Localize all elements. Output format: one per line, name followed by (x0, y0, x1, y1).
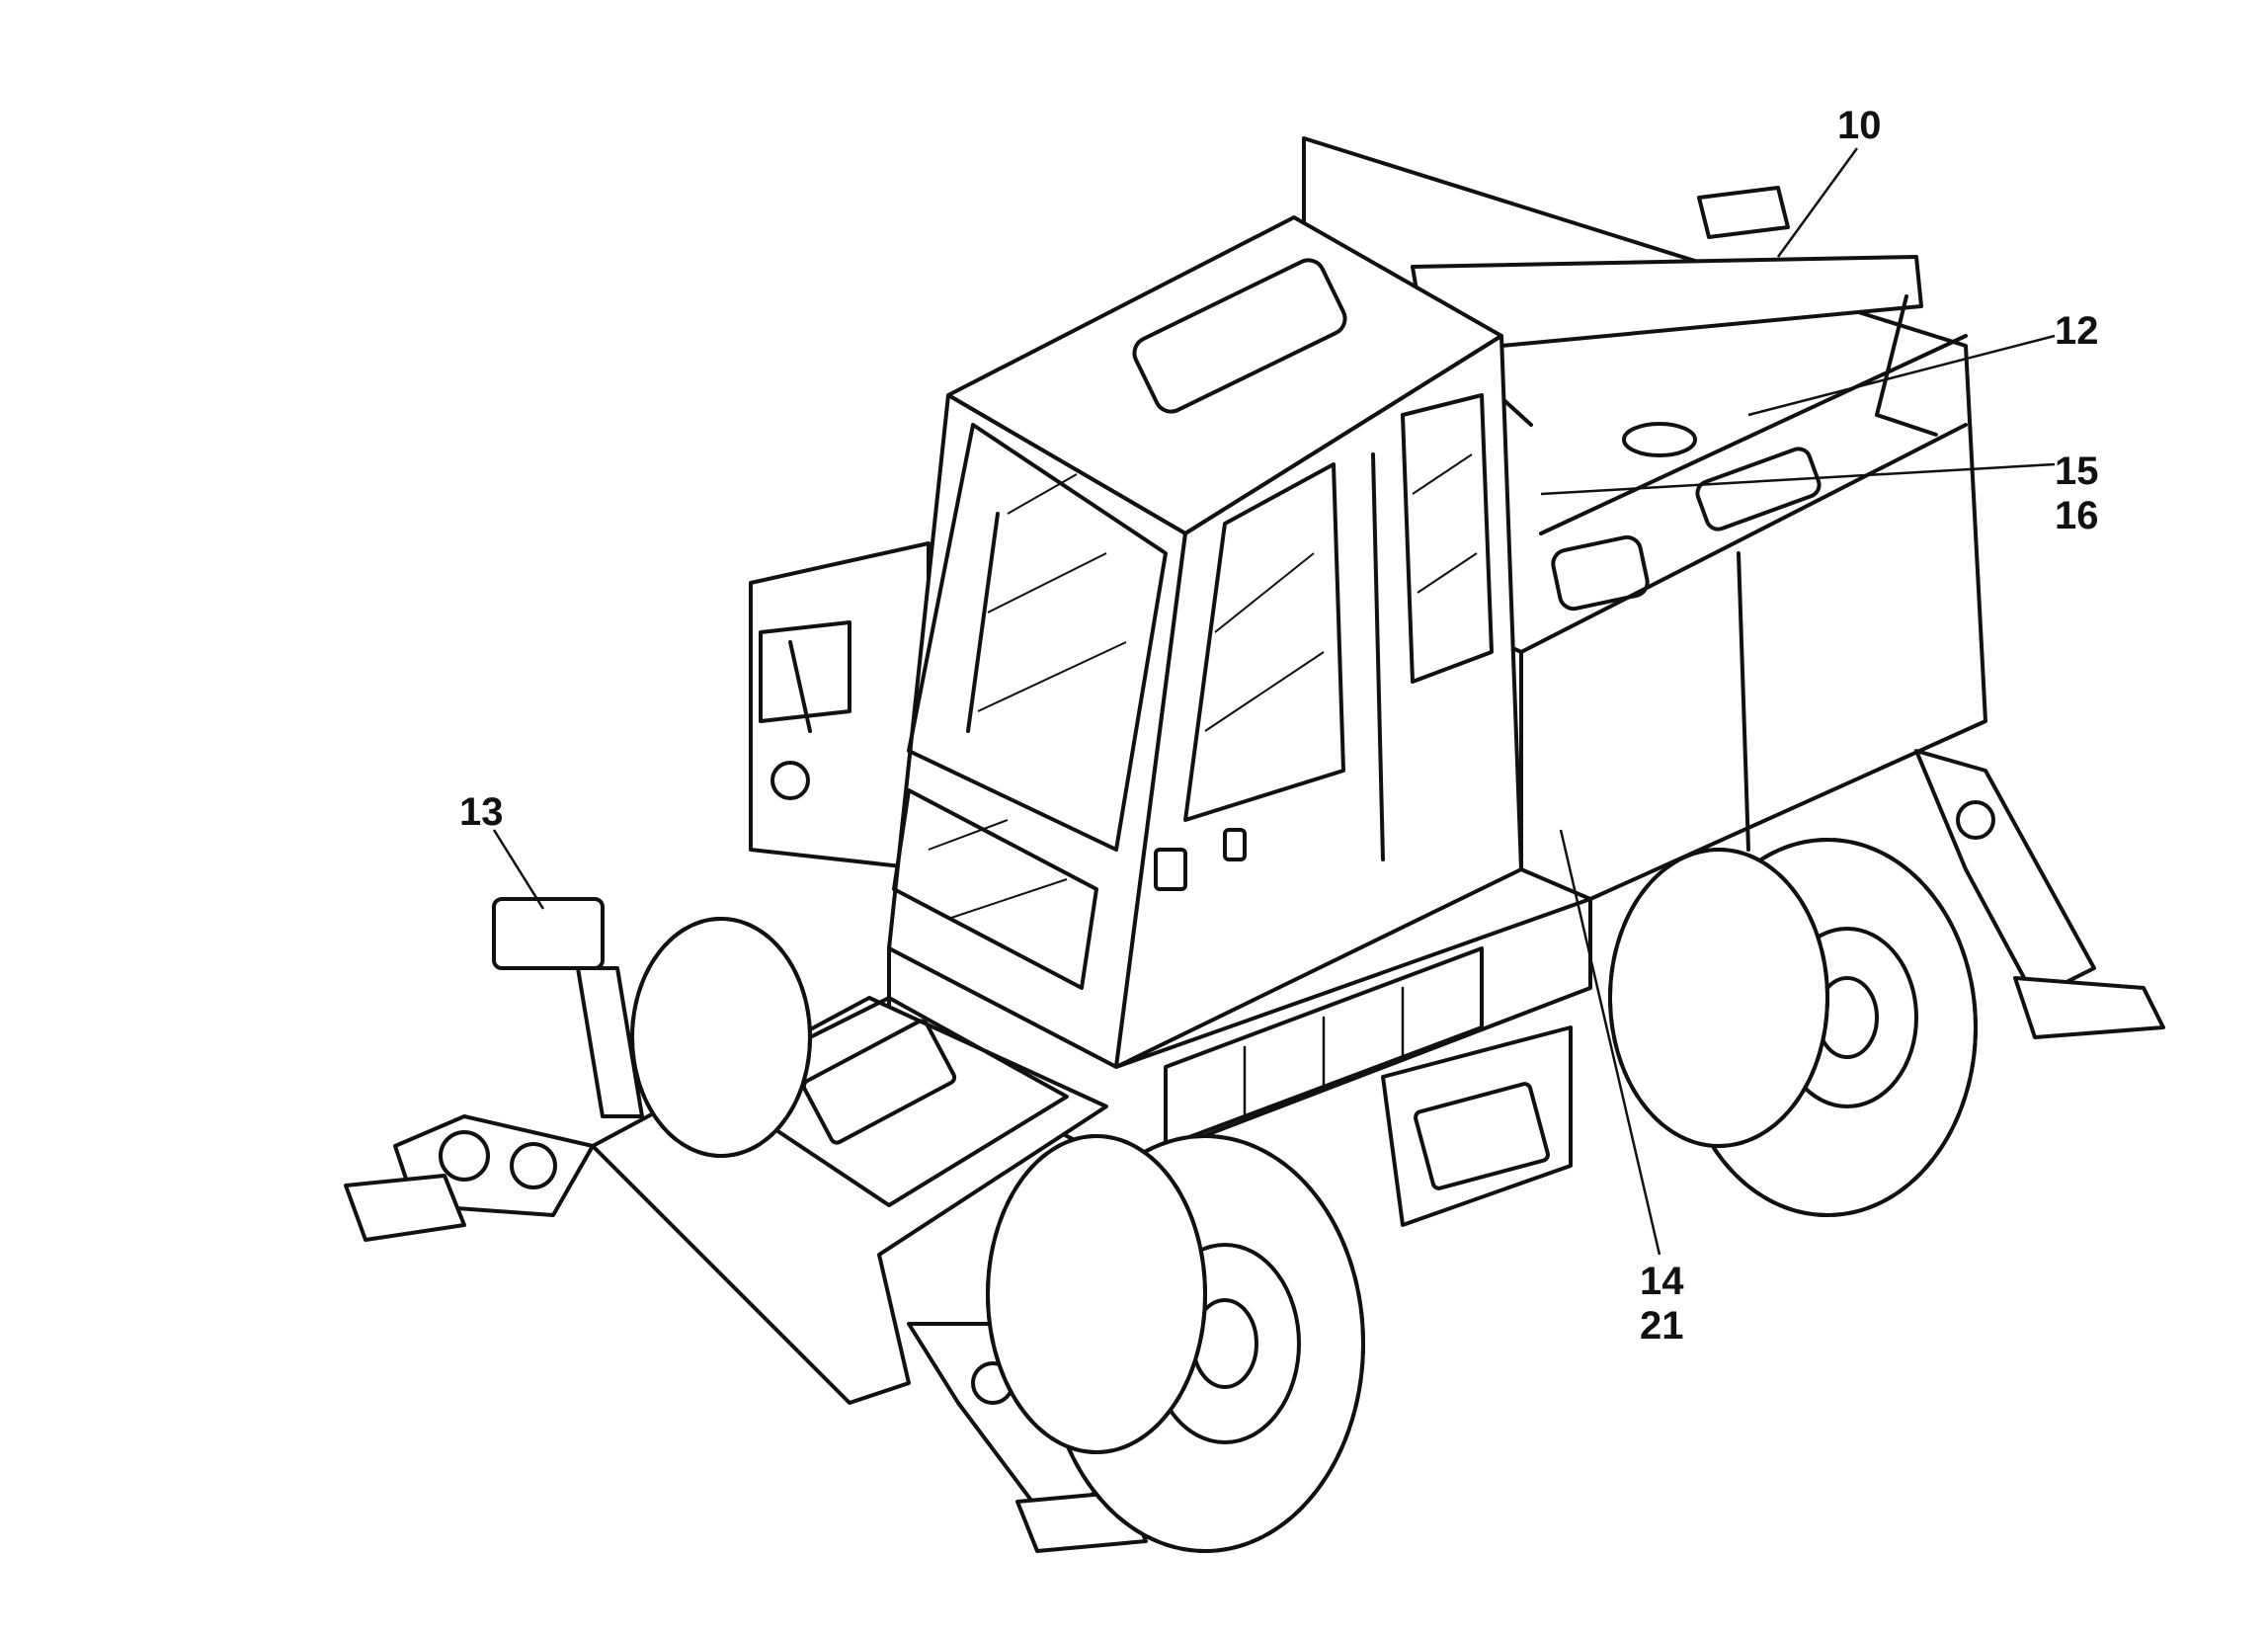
callout-15: 15 (2055, 450, 2099, 493)
wheel-front-left (986, 1134, 1207, 1454)
mirror-post (492, 897, 644, 1118)
callout-12: 12 (2055, 309, 2099, 353)
callouts: 10 12 15 16 13 14 21 (459, 104, 2099, 1348)
wheel-rear-left (1608, 848, 1829, 1148)
callout-13: 13 (459, 790, 504, 834)
leader-10 (1776, 147, 1859, 258)
rear-body (749, 541, 931, 871)
leader-14 (1559, 829, 1661, 1256)
rear-outrigger (1914, 749, 2165, 1039)
callout-14: 14 (1640, 1260, 1684, 1303)
leader-lines (492, 147, 2056, 1256)
callout-21: 21 (1640, 1304, 1684, 1348)
operator-cab (887, 215, 1523, 1069)
leader-13 (492, 829, 545, 910)
leader-12 (1747, 334, 2056, 417)
callout-16: 16 (2055, 494, 2099, 537)
leader-15 (1540, 462, 2056, 496)
callout-10: 10 (1837, 104, 1882, 147)
wheel-front-left-rear (630, 917, 812, 1158)
